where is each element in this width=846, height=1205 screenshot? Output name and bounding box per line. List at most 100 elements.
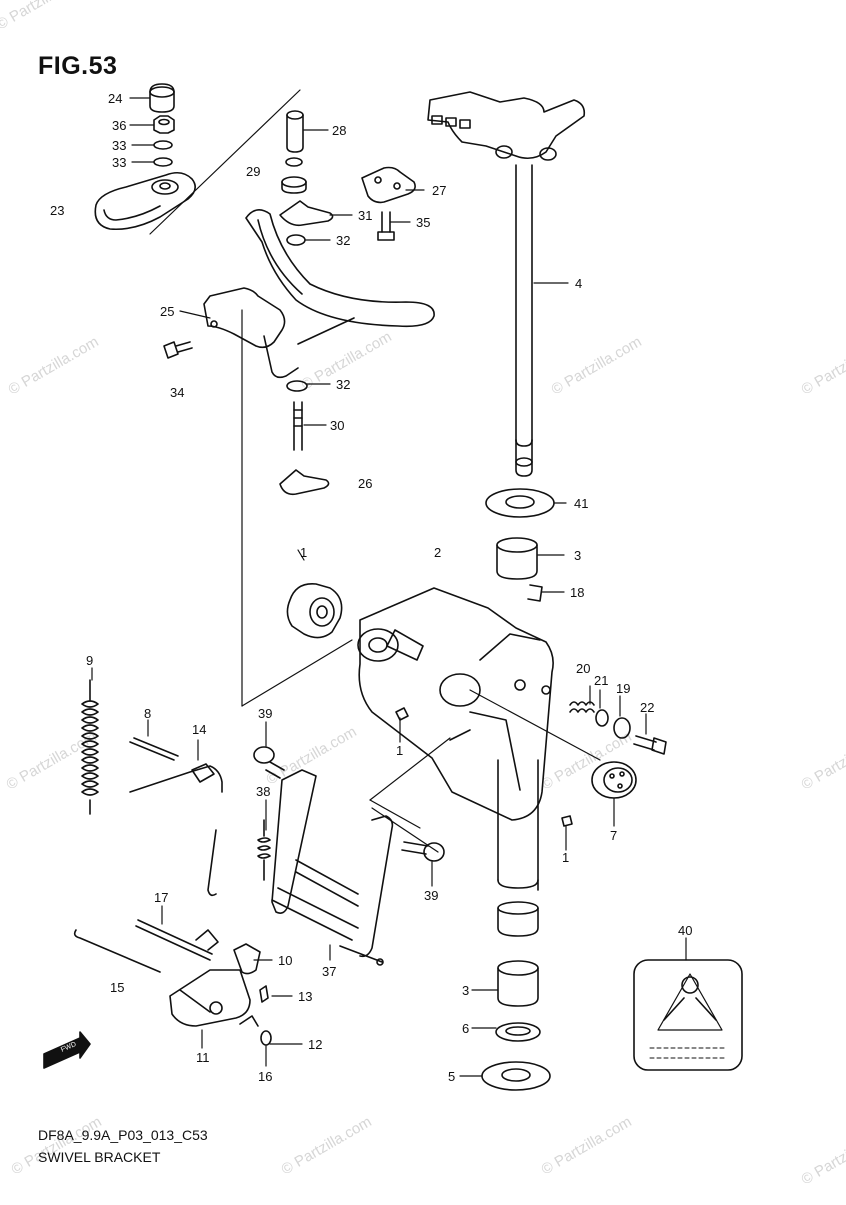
callout-38: 38	[256, 784, 270, 799]
part-pin-13	[260, 986, 268, 1002]
part-pin-30	[294, 402, 302, 450]
part-bushing-7	[592, 762, 636, 798]
part-ring-29	[286, 158, 302, 166]
callout-5: 5	[448, 1069, 455, 1084]
part-cap-24	[150, 84, 174, 112]
part-plate-26	[280, 470, 329, 494]
watermark-text: © Partzilla.com	[799, 1123, 846, 1188]
part-wire-15	[208, 830, 216, 895]
part-spring-38	[258, 820, 270, 880]
callout-39: 39	[258, 706, 272, 721]
callout-36: 36	[112, 118, 126, 133]
part-steering-bracket-4	[428, 92, 584, 476]
watermark-text: © Partzilla.com	[549, 333, 645, 398]
callout-35: 35	[416, 215, 430, 230]
part-bolt-22	[634, 736, 666, 754]
callout-14: 14	[192, 722, 206, 737]
part-swivel-bracket	[358, 588, 553, 936]
part-rod-14	[130, 764, 222, 792]
callout-2: 2	[434, 545, 441, 560]
part-washer-6	[496, 1023, 540, 1041]
callout-10: 10	[278, 953, 292, 968]
callout-7: 7	[610, 828, 617, 843]
watermark-text: © Partzilla.com	[6, 333, 102, 398]
watermark-text: © Partzilla.com	[539, 1113, 635, 1178]
part-bolt-34	[164, 342, 192, 358]
part-bracket-10	[234, 944, 260, 974]
callout-27: 27	[432, 183, 446, 198]
part-bolt-35	[378, 212, 394, 240]
leader-lines	[92, 98, 686, 1076]
callout-15: 15	[110, 980, 124, 995]
part-washer-41	[486, 489, 554, 517]
callout-31: 31	[358, 208, 372, 223]
figure-name: SWIVEL BRACKET	[38, 1149, 160, 1165]
part-washer-16	[261, 1031, 271, 1045]
watermark-text: © Partzilla.com	[279, 1113, 375, 1178]
part-nipple-1b	[562, 816, 572, 826]
part-clamp-lever-23	[95, 173, 195, 230]
figure-title: FIG.53	[38, 52, 117, 81]
callout-26: 26	[358, 476, 372, 491]
callout-11: 11	[196, 1050, 210, 1065]
callout-34: 34	[170, 385, 184, 400]
part-nut-36	[154, 116, 174, 133]
part-bushing-28	[287, 111, 303, 152]
part-clip-18	[528, 585, 542, 601]
part-bushing-3-upper	[497, 538, 537, 579]
watermark-text: © Partzilla.com	[264, 723, 360, 788]
part-collar-29	[282, 177, 306, 193]
callout-32: 32	[336, 377, 350, 392]
part-rod-15	[75, 930, 160, 972]
fwd-arrow-icon: FWD	[44, 1032, 90, 1068]
callout-18: 18	[570, 585, 584, 600]
callout-20: 20	[576, 661, 590, 676]
part-pin-12	[240, 1016, 258, 1026]
part-pin-8	[130, 738, 178, 760]
callout-3: 3	[574, 548, 581, 563]
part-washer-5	[482, 1062, 550, 1090]
callout-30: 30	[330, 418, 344, 433]
callout-32: 32	[336, 233, 350, 248]
callout-6: 6	[462, 1021, 469, 1036]
part-tilt-lever-25	[204, 210, 434, 378]
part-bushing-1-2	[287, 584, 341, 638]
callout-33: 33	[112, 155, 126, 170]
callout-3: 3	[462, 983, 469, 998]
part-tilt-support-37	[272, 770, 392, 965]
callout-28: 28	[332, 123, 346, 138]
callout-29: 29	[246, 164, 260, 179]
callout-24: 24	[108, 91, 122, 106]
callout-33: 33	[112, 138, 126, 153]
callout-40: 40	[678, 923, 692, 938]
watermark-text: © Partzilla.com	[0, 0, 90, 33]
watermark-text: © Partzilla.com	[9, 1113, 105, 1178]
callout-8: 8	[144, 706, 151, 721]
callout-4: 4	[575, 276, 582, 291]
part-rod-17	[136, 920, 212, 960]
watermark-text: © Partzilla.com	[799, 333, 846, 398]
callout-22: 22	[640, 700, 654, 715]
part-nipple-1a	[396, 708, 408, 720]
callout-37: 37	[322, 964, 336, 979]
part-washer-33b	[154, 158, 172, 166]
part-plate-31	[280, 201, 333, 225]
part-decal-40	[634, 960, 742, 1070]
callout-25: 25	[160, 304, 174, 319]
callout-12: 12	[308, 1037, 322, 1052]
callout-1: 1	[396, 743, 403, 758]
callout-labels: 24 36 33 33 23 28 29 27 31 35 32 25 34 3…	[50, 91, 692, 1084]
callout-17: 17	[154, 890, 168, 905]
callout-13: 13	[298, 989, 312, 1004]
part-washer-21	[596, 710, 608, 726]
part-bushing-3-lower	[498, 961, 538, 1006]
figure-code: DF8A_9.9A_P03_013_C53	[38, 1127, 208, 1143]
callout-39: 39	[424, 888, 438, 903]
callout-1: 1	[562, 850, 569, 865]
callout-23: 23	[50, 203, 64, 218]
callout-19: 19	[616, 681, 630, 696]
callout-16: 16	[258, 1069, 272, 1084]
